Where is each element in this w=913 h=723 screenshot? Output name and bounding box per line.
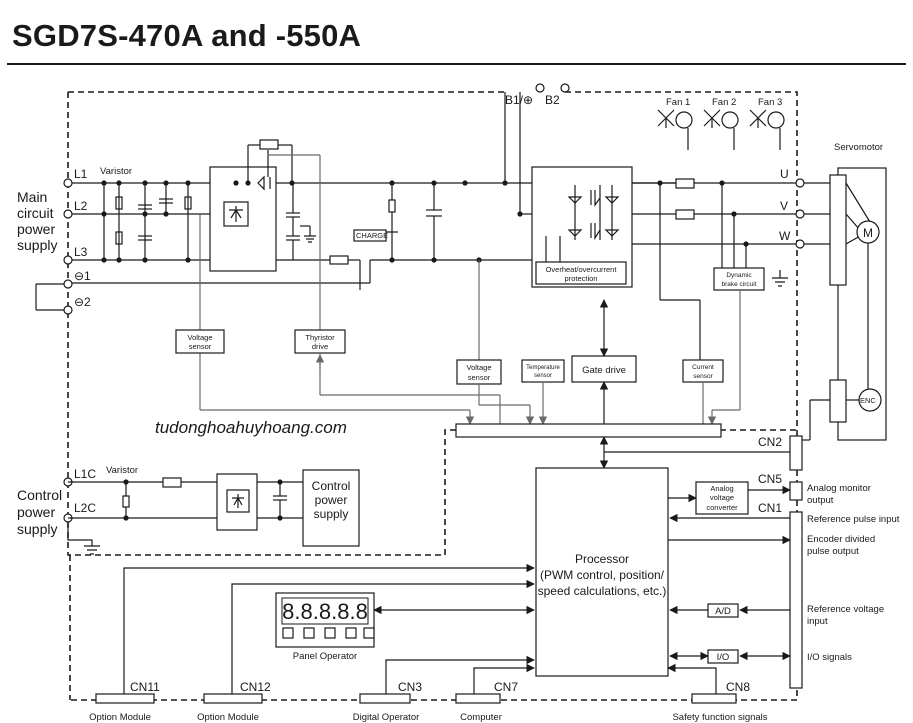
cn8-label: CN8 [726,680,750,694]
svg-text:circuit: circuit [17,205,54,221]
svg-text:power: power [17,504,55,520]
fan-3-label: Fan 3 [758,97,782,108]
terminal-l3: L3 [74,245,88,259]
varistor-main-label: Varistor [100,166,132,177]
terminal-neg2: ⊖2 [74,295,91,309]
io-signals-label: I/O signals [807,652,852,663]
svg-text:supply: supply [17,237,57,253]
reference-voltage-line1: Reference voltage [807,604,884,615]
terminal-b1: B1/⊕ [505,93,533,107]
cn1-label: CN1 [758,501,782,515]
voltage-sensor-1-line1: Voltage [187,333,212,342]
dynamic-brake-line1: Dynamic [726,272,752,279]
overheat-line2: protection [565,274,598,283]
page-title: SGD7S-470A and -550A [12,18,362,53]
svg-text:Control: Control [17,487,62,503]
ground-icon [67,523,100,555]
analog-monitor-line2: output [807,495,834,506]
encoder-label: ENC [860,396,876,405]
motor-label: M [863,226,873,240]
panel-operator-label: Panel Operator [293,651,357,662]
computer-label: Computer [460,712,502,723]
control-power-label: Control power supply [17,487,62,537]
option-module-1-label: Option Module [89,712,151,723]
analog-converter-line2: voltage [710,493,734,502]
main-circuit [35,92,800,360]
fan-icon [657,109,785,150]
processor-line3: speed calculations, etc.) [538,584,667,598]
control-power-section [67,469,360,555]
terminal-l2: L2 [74,199,88,213]
terminal-w: W [779,229,791,243]
svg-text:power: power [17,221,55,237]
terminal-l1: L1 [74,167,88,181]
current-sensor-line1: Current [692,364,714,371]
reference-voltage-line2: input [807,616,828,627]
watermark: tudonghoahuyhoang.com [155,418,347,437]
safety-function-label: Safety function signals [672,712,767,723]
title-rule [7,63,906,65]
temperature-sensor-line2: sensor [534,373,552,379]
cn2-label: CN2 [758,435,782,449]
analog-converter-line1: Analog [710,484,733,493]
gate-drive-label: Gate drive [582,365,626,376]
main-power-label: Main circuit power supply [17,189,57,253]
cn5-label: CN5 [758,472,782,486]
cn12-label: CN12 [240,680,271,694]
varistor-ctrl-label: Varistor [106,465,138,476]
analog-converter-line3: converter [706,503,738,512]
panel-display: 8.8.8.8.8 [282,599,368,624]
processor-section [95,435,803,704]
digital-operator-label: Digital Operator [353,712,420,723]
servomotor-label: Servomotor [834,142,883,153]
encoder-divided-line2: pulse output [807,546,859,557]
charge-label: CHARGE [356,231,388,240]
terminal-l2c: L2C [74,501,96,515]
processor-title: Processor [575,552,629,566]
thyristor-drive-line1: Thyristor [305,333,335,342]
servomotor [800,167,887,441]
servopack-enclosure [67,91,798,701]
ground-icon [772,270,788,287]
terminal-b2: B2 [545,93,560,107]
terminal-l1c: L1C [74,467,96,481]
cn3-label: CN3 [398,680,422,694]
analog-monitor-line1: Analog monitor [807,483,871,494]
terminal-v: V [780,199,788,213]
svg-text:supply: supply [17,521,57,537]
terminal-u: U [780,167,789,181]
voltage-sensor-2-line1: Voltage [466,363,491,372]
overheat-line1: Overheat/overcurrent [546,265,618,274]
temperature-sensor-line1: Temperature [526,365,560,371]
reference-pulse-label: Reference pulse input [807,514,900,525]
svg-text:Main: Main [17,189,47,205]
control-blocks [175,154,741,469]
processor-line2: (PWM control, position/ [540,568,665,582]
control-power-supply-line1: Control [312,479,351,493]
voltage-sensor-2-line2: sensor [468,373,491,382]
cn7-label: CN7 [494,680,518,694]
option-module-2-label: Option Module [197,712,259,723]
current-sensor-line2: sensor [693,373,713,380]
encoder-divided-line1: Encoder divided [807,534,875,545]
control-power-supply-line3: supply [314,507,349,521]
voltage-sensor-1-line2: sensor [189,342,212,351]
thyristor-drive-line2: drive [312,342,328,351]
io-label: I/O [717,652,730,663]
ad-label: A/D [715,606,731,617]
terminals [63,83,805,523]
terminal-neg1: ⊖1 [74,269,91,283]
cn11-label: CN11 [130,680,160,694]
dynamic-brake-line2: brake circuit [721,281,756,288]
fan-1-label: Fan 1 [666,97,690,108]
control-power-supply-line2: power [315,493,348,507]
fan-2-label: Fan 2 [712,97,736,108]
